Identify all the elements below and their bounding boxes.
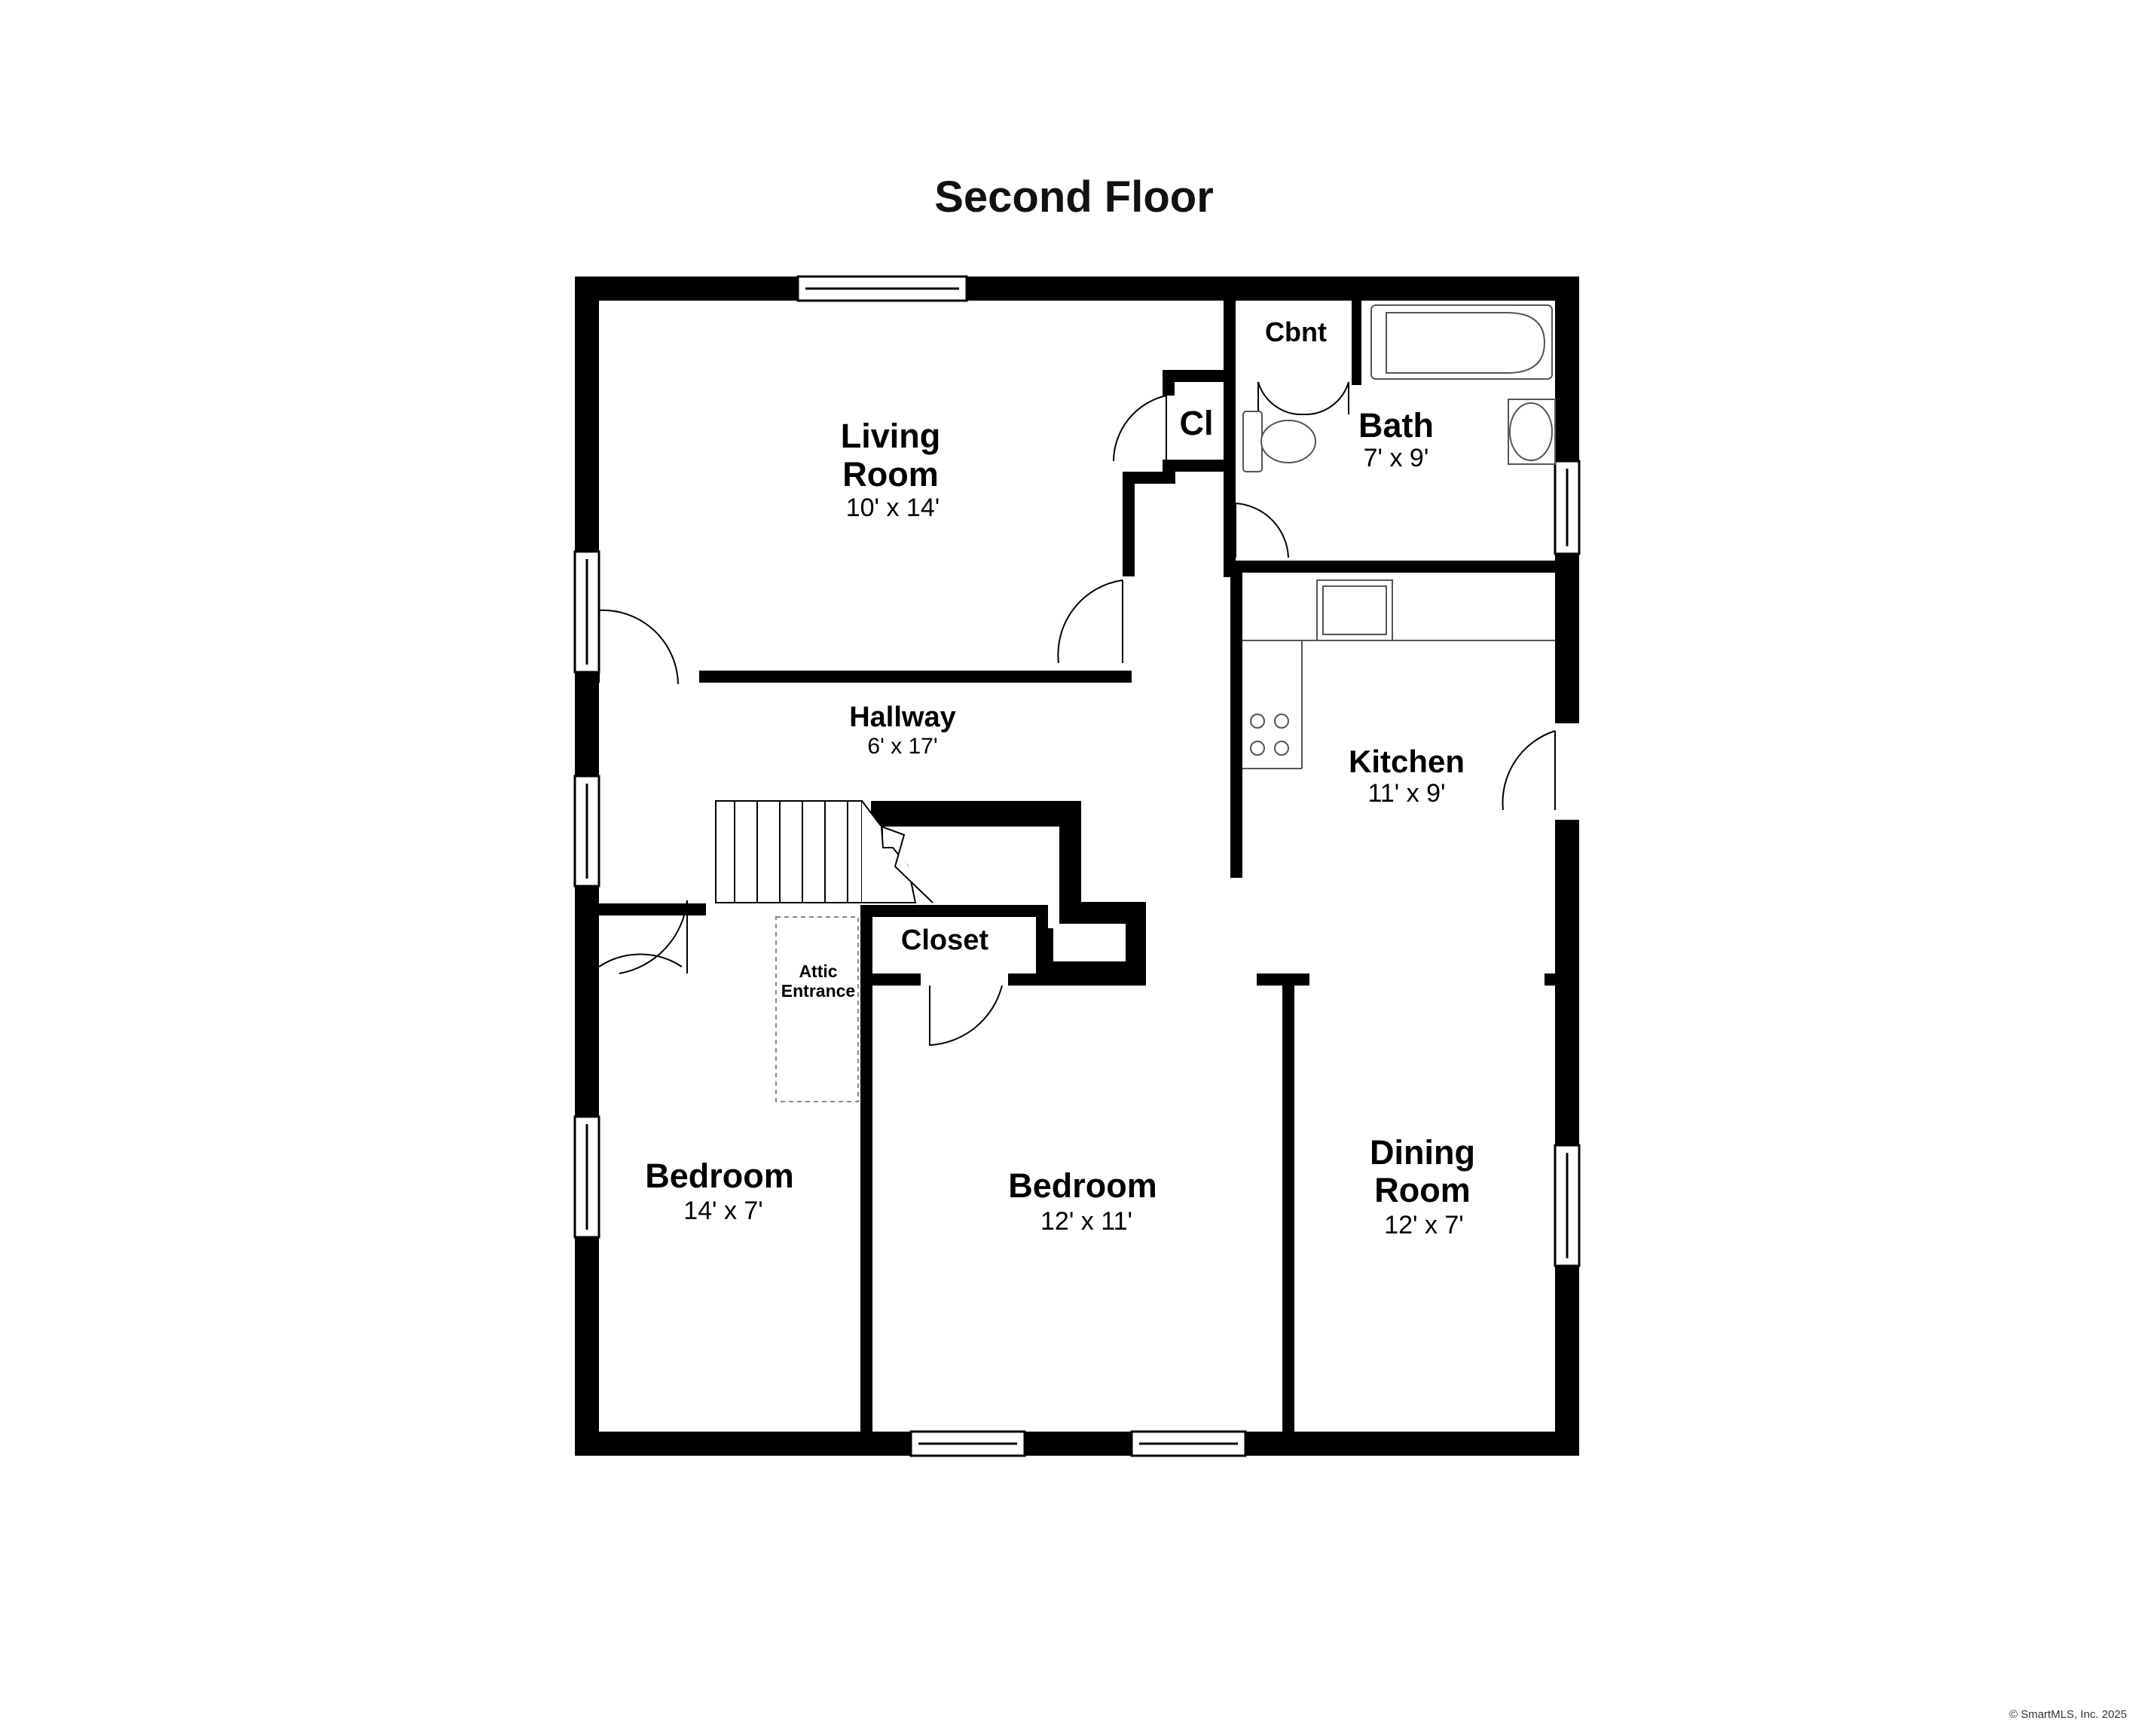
dining-room-label-line2: Room bbox=[1374, 1171, 1471, 1209]
bedroom-center-dims: 12' x 11' bbox=[1040, 1207, 1132, 1236]
living-room-label-line1: Living bbox=[841, 417, 941, 455]
room-labels: Living Room 10' x 14' Cl Cbnt Bath 7' x … bbox=[645, 316, 1475, 1239]
bath-label: Bath bbox=[1358, 406, 1434, 445]
kitchen-fixtures bbox=[1242, 579, 1555, 769]
dining-room-label-line1: Dining bbox=[1370, 1133, 1475, 1172]
kitchen-counter-icon bbox=[1242, 640, 1555, 769]
copyright-notice: © SmartMLS, Inc. 2025 bbox=[2009, 1708, 2127, 1721]
doors bbox=[598, 381, 1556, 1047]
bedroom-left-label: Bedroom bbox=[645, 1157, 794, 1195]
toilet-bowl-icon bbox=[1260, 420, 1316, 463]
kitchen-dims: 11' x 9' bbox=[1367, 779, 1445, 808]
windows bbox=[573, 275, 1581, 1457]
bath-dims: 7' x 9' bbox=[1364, 444, 1429, 472]
stove-burner-icon bbox=[1274, 714, 1289, 729]
attic-hatch bbox=[775, 916, 859, 1102]
living-room-label-line2: Room bbox=[842, 455, 939, 494]
closet-small-label: Cl bbox=[1180, 404, 1214, 442]
kitchen-label: Kitchen bbox=[1349, 744, 1465, 779]
bath-sink-icon bbox=[1509, 402, 1553, 461]
staircase bbox=[715, 800, 933, 903]
floor-title: Second Floor bbox=[934, 173, 1214, 222]
interior-walls bbox=[599, 301, 1555, 1432]
bedroom-left-dims: 14' x 7' bbox=[683, 1197, 763, 1225]
stove-burner-icon bbox=[1250, 741, 1265, 756]
tub-basin-icon bbox=[1386, 312, 1546, 374]
toilet-tank-icon bbox=[1242, 411, 1263, 472]
stove-burner-icon bbox=[1250, 714, 1265, 729]
bath-fixtures bbox=[1242, 304, 1556, 472]
cabinet-label: Cbnt bbox=[1265, 316, 1327, 347]
attic-label-line2: Entrance bbox=[781, 981, 855, 1001]
kitchen-sink-icon bbox=[1316, 579, 1393, 641]
bedroom-center-label: Bedroom bbox=[1008, 1166, 1157, 1205]
hallway-label: Hallway bbox=[849, 701, 956, 733]
hallway-dims: 6' x 17' bbox=[867, 734, 937, 759]
dining-room-dims: 12' x 7' bbox=[1384, 1211, 1464, 1239]
stove-burner-icon bbox=[1274, 741, 1289, 756]
closet-label: Closet bbox=[901, 925, 988, 956]
attic-label-line1: Attic bbox=[799, 961, 837, 981]
living-room-dims: 10' x 14' bbox=[846, 494, 940, 522]
